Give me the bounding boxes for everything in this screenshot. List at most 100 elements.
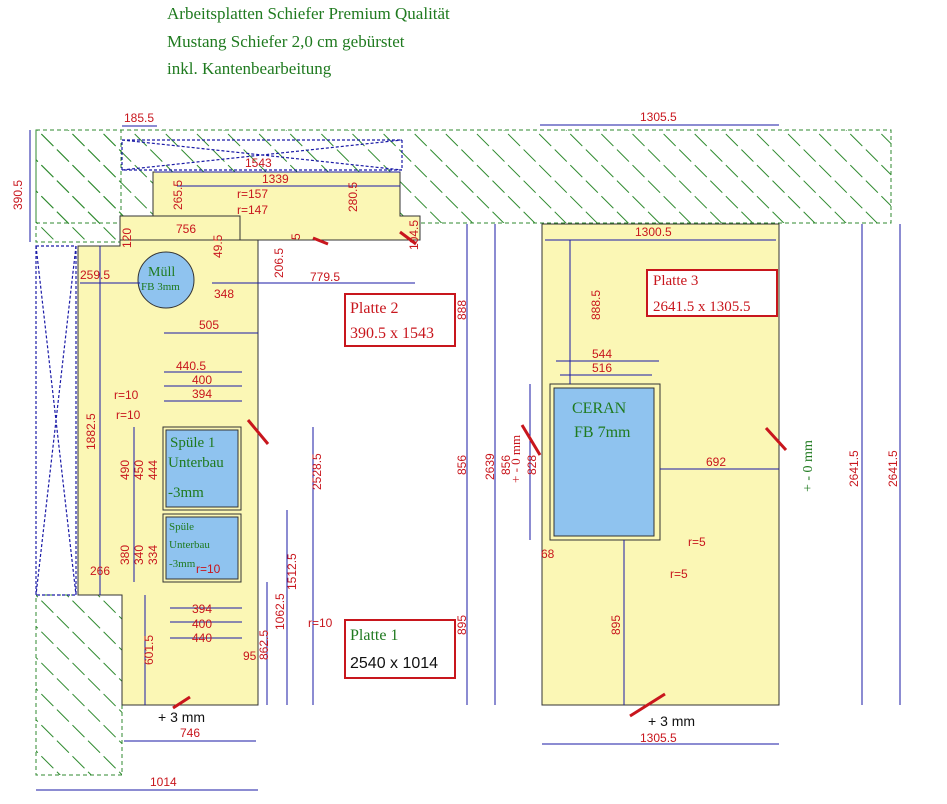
dim-2641-5-a: 2641.5 [847,450,861,487]
dim-68: 68 [541,547,555,561]
dim-1062-5: 1062.5 [273,593,287,630]
dim-779-5: 779.5 [310,270,340,284]
spuele-2-type: Unterbau [169,539,210,551]
dim-348: 348 [214,287,234,301]
spuele-1-label: Spüle 1 [170,435,215,451]
dim-259-5: 259.5 [80,268,110,282]
dim-2639: 2639 [483,453,497,480]
tolerance-right-edge: + - 0 mm [801,440,816,492]
dim-1543: 1543 [245,156,272,170]
dim-544: 544 [592,347,612,361]
dim-394-a: 394 [192,387,212,401]
spuele-1-type: Unterbau [168,455,224,471]
muell-fb-label: FB 3mm [141,281,180,293]
dim-505: 505 [199,318,219,332]
dim-856-a: 856 [455,455,469,475]
cut-markers [172,230,788,718]
header-line-3: inkl. Kantenbearbeitung [167,59,332,78]
ceran-fb-label: FB 7mm [574,424,631,441]
dim-1014: 1014 [150,775,177,789]
dim-390-5: 390.5 [11,180,25,210]
plate-1-name: Platte 1 [350,627,398,644]
dim-856-b: 856 [499,455,513,475]
muell-cutout: Müll FB 3mm [137,251,195,309]
plate-2-label: Platte 2 390.5 x 1543 [344,293,456,347]
plate-1-size: 2540 x 1014 [350,655,438,672]
spuele-2-depth: -3mm [169,558,196,570]
tolerance-ceran-edge: + - 0 mm [508,435,523,483]
dim-120: 120 [120,228,134,248]
dim-95: 95 [243,649,257,663]
dim-1300-5: 1300.5 [635,225,672,239]
spuele-1-depth: -3mm [168,485,204,501]
dim-r5-b: r=5 [670,567,688,581]
dim-104-5: 104.5 [407,220,421,250]
muell-label: Müll [148,265,175,280]
dim-49-5: 49.5 [211,234,225,258]
dim-400-a: 400 [192,373,212,387]
dim-r5-a: r=5 [688,535,706,549]
dim-280-5: 280.5 [346,182,360,212]
dim-895-a: 895 [455,615,469,635]
dim-888-5: 888.5 [589,290,603,320]
dim-895-b: 895 [609,615,623,635]
tolerance-bottom-left: + 3 mm [158,709,205,725]
dim-828: 828 [525,455,539,475]
plate-2-size: 390.5 x 1543 [350,325,434,342]
dim-756: 756 [176,222,196,236]
dim-266: 266 [90,564,110,578]
dim-5: 5 [289,233,303,240]
dim-2641-5-b: 2641.5 [886,450,900,487]
dimension-labels: 185.5 1305.5 1543 1339 r=157 r=147 756 1… [80,110,726,789]
dim-444: 444 [146,460,160,480]
spuele-2-label: Spüle [169,521,194,533]
dim-r10-a: r=10 [114,388,139,402]
dim-601-5: 601.5 [142,635,156,665]
header-line-1: Arbeitsplatten Schiefer Premium Qualität [167,4,450,23]
dim-206-5: 206.5 [272,248,286,278]
dim-265-5: 265.5 [171,180,185,210]
spuele-1-cutout: Spüle 1 Unterbau -3mm [162,426,242,511]
dimension-lines [29,124,901,791]
tolerance-bottom-right: + 3 mm [648,713,695,729]
dim-862-5: 862.5 [257,630,271,660]
dim-r10-c: r=10 [196,562,221,576]
dim-394-b: 394 [192,602,212,616]
spuele-2-cutout: Spüle Unterbau -3mm [162,513,242,583]
plate-2-shape [119,171,421,241]
header-line-2: Mustang Schiefer 2,0 cm gebürstet [167,32,405,51]
dim-440-5: 440.5 [176,359,206,373]
dim-400-b: 400 [192,617,212,631]
plate-3-label: Platte 3 2641.5 x 1305.5 [646,269,778,317]
dim-r10-b: r=10 [116,408,141,422]
dim-185-5: 185.5 [124,111,154,125]
dim-888: 888 [455,300,469,320]
dim-450: 450 [132,460,146,480]
dim-340: 340 [132,545,146,565]
dimension-labels-vertical: 390.5 265.5 280.5 120 49.5 5 104.5 206.5… [11,180,900,665]
dim-1882-5: 1882.5 [84,413,98,450]
plate-3-name: Platte 3 [653,273,698,289]
dim-r157: r=157 [237,187,268,201]
dim-440-b: 440 [192,631,212,645]
ceran-label: CERAN [572,400,627,417]
dim-1305-5-top: 1305.5 [640,110,677,124]
dim-490: 490 [118,460,132,480]
cabinet-outline [35,139,403,596]
dim-2528-5: 2528.5 [310,453,324,490]
dim-516: 516 [592,361,612,375]
dim-1512-5: 1512.5 [285,553,299,590]
ceran-cutout: CERAN FB 7mm [549,383,661,541]
plate-2-name: Platte 2 [350,300,398,317]
plate-3-size: 2641.5 x 1305.5 [653,299,751,315]
dim-380: 380 [118,545,132,565]
dim-1339: 1339 [262,172,289,186]
dim-334: 334 [146,545,160,565]
dim-r10-d: r=10 [308,616,333,630]
dim-r147: r=147 [237,203,268,217]
dim-746: 746 [180,726,200,740]
dim-1305-5-bottom: 1305.5 [640,731,677,745]
dim-692: 692 [706,455,726,469]
plate-1-label: Platte 1 2540 x 1014 [344,619,456,679]
